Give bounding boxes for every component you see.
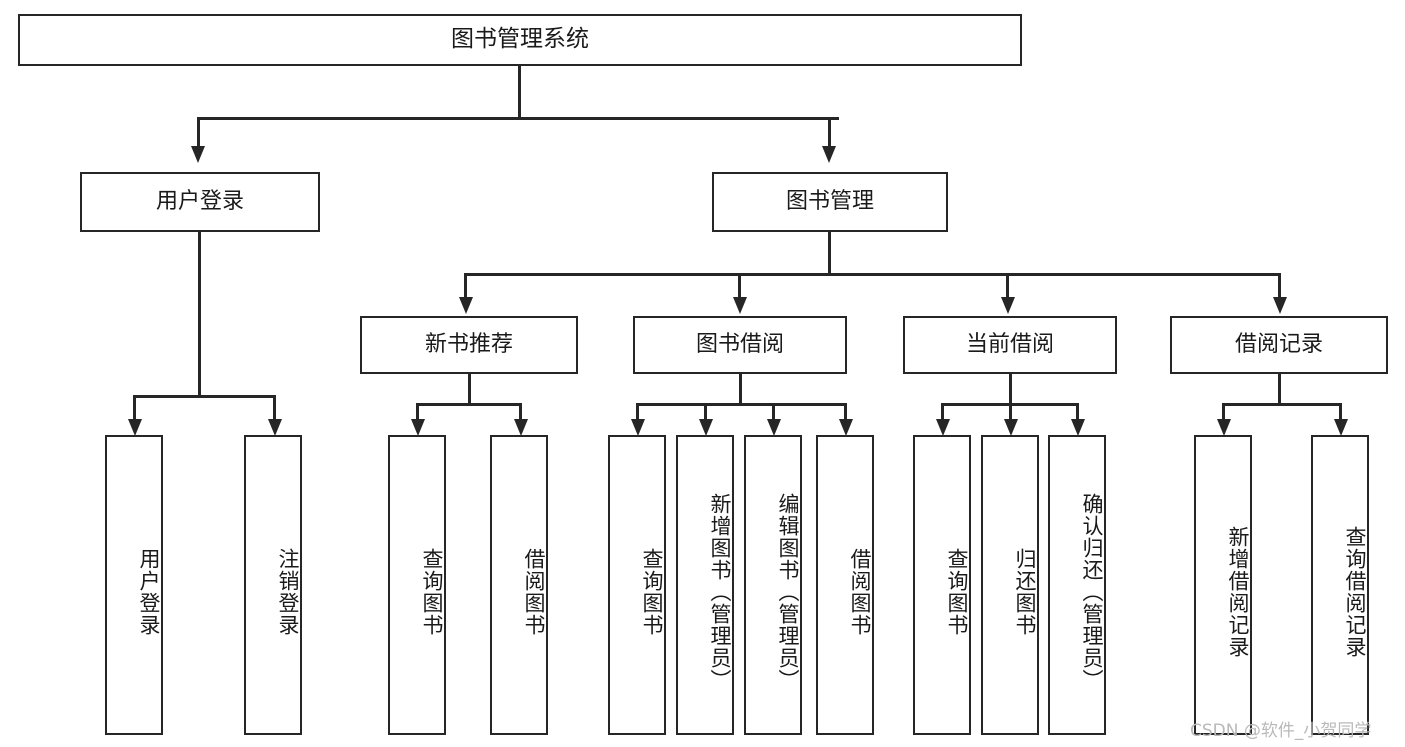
edge-user-login-stem xyxy=(198,232,201,397)
arrowhead-new-book-rec xyxy=(459,297,473,314)
arrowhead-leaf-query-book-c xyxy=(936,419,950,436)
edge-book-borrow-drop-2 xyxy=(704,403,707,420)
leaf-borrow-book-b[interactable]: 借阅图书 xyxy=(816,435,874,735)
leaf-edit-book-admin-label: 编辑图书（管理员） xyxy=(776,493,800,691)
edge-new-book-rec-drop-2 xyxy=(519,403,522,420)
edge-book-mgmt-drop-2 xyxy=(738,273,741,298)
node-borrow-record[interactable]: 借阅记录 xyxy=(1170,316,1388,374)
leaf-user-login-label: 用户登录 xyxy=(137,548,161,636)
leaf-query-book-a[interactable]: 查询图书 xyxy=(388,435,446,735)
edge-book-mgmt-stem xyxy=(828,232,831,275)
edge-book-mgmt-drop-1 xyxy=(464,273,467,298)
edge-root-bus xyxy=(197,117,839,120)
node-book-management[interactable]: 图书管理 xyxy=(712,172,948,232)
leaf-borrow-book-b-label: 借阅图书 xyxy=(848,548,872,636)
leaf-return-book[interactable]: 归还图书 xyxy=(981,435,1039,735)
edge-root-to-user-login xyxy=(197,117,200,147)
leaf-borrow-book-a[interactable]: 借阅图书 xyxy=(490,435,548,735)
arrowhead-book-borrow xyxy=(733,297,747,314)
leaf-user-login[interactable]: 用户登录 xyxy=(105,435,163,735)
leaf-return-book-label: 归还图书 xyxy=(1013,548,1037,636)
edge-book-borrow-drop-3 xyxy=(772,403,775,420)
leaf-query-borrow-record-label: 查询借阅记录 xyxy=(1343,526,1367,658)
edge-book-mgmt-drop-3 xyxy=(1006,273,1009,298)
edge-user-login-bus xyxy=(133,395,276,398)
edge-user-login-drop-1 xyxy=(133,395,136,420)
edge-borrow-record-drop-1 xyxy=(1222,403,1225,420)
edge-book-mgmt-bus xyxy=(464,273,1281,276)
arrowhead-leaf-query-record xyxy=(1334,419,1348,436)
arrowhead-leaf-user-login xyxy=(128,419,142,436)
leaf-query-book-b-label: 查询图书 xyxy=(640,548,664,636)
arrowhead-user-login xyxy=(191,146,205,163)
arrowhead-leaf-logout xyxy=(268,419,282,436)
edge-current-borrow-drop-2 xyxy=(1009,403,1012,420)
leaf-logout-label: 注销登录 xyxy=(276,548,300,636)
edge-book-mgmt-drop-4 xyxy=(1278,273,1281,298)
node-new-book-recommend-label: 新书推荐 xyxy=(424,331,513,357)
arrowhead-leaf-borrow-book-b xyxy=(839,419,853,436)
edge-book-borrow-stem xyxy=(739,374,742,405)
arrowhead-current-borrow xyxy=(1001,297,1015,314)
node-user-login-label: 用户登录 xyxy=(155,188,244,214)
node-book-borrow-label: 图书借阅 xyxy=(695,331,784,357)
leaf-edit-book-admin[interactable]: 编辑图书（管理员） xyxy=(744,435,802,735)
node-new-book-recommend[interactable]: 新书推荐 xyxy=(360,316,578,374)
edge-borrow-record-stem xyxy=(1278,374,1281,405)
arrowhead-leaf-query-book-a xyxy=(411,419,425,436)
edge-book-borrow-bus xyxy=(636,403,847,406)
edge-user-login-drop-2 xyxy=(273,395,276,420)
arrowhead-leaf-confirm-return xyxy=(1071,419,1085,436)
arrowhead-leaf-edit-book xyxy=(767,419,781,436)
leaf-query-book-c[interactable]: 查询图书 xyxy=(913,435,971,735)
arrowhead-book-mgmt xyxy=(822,146,836,163)
node-current-borrow-label: 当前借阅 xyxy=(965,331,1054,357)
leaf-confirm-return-admin[interactable]: 确认归还（管理员） xyxy=(1048,435,1106,735)
node-book-borrow[interactable]: 图书借阅 xyxy=(633,316,847,374)
leaf-query-book-b[interactable]: 查询图书 xyxy=(608,435,666,735)
leaf-borrow-book-a-label: 借阅图书 xyxy=(522,548,546,636)
node-current-borrow[interactable]: 当前借阅 xyxy=(903,316,1117,374)
edge-new-book-rec-stem xyxy=(468,374,471,405)
node-user-login[interactable]: 用户登录 xyxy=(80,172,320,232)
watermark-text: CSDN @软件_小贺同学 xyxy=(1190,721,1372,741)
leaf-confirm-return-admin-label: 确认归还（管理员） xyxy=(1080,493,1104,691)
edge-borrow-record-bus xyxy=(1222,403,1342,406)
edge-current-borrow-drop-3 xyxy=(1076,403,1079,420)
edge-new-book-rec-bus xyxy=(416,403,522,406)
leaf-logout[interactable]: 注销登录 xyxy=(244,435,302,735)
node-borrow-record-label: 借阅记录 xyxy=(1234,331,1323,357)
watermark: CSDN @软件_小贺同学 xyxy=(1190,716,1371,741)
edge-new-book-rec-drop-1 xyxy=(416,403,419,420)
node-book-management-label: 图书管理 xyxy=(785,188,874,214)
leaf-query-book-c-label: 查询图书 xyxy=(945,548,969,636)
leaf-query-borrow-record[interactable]: 查询借阅记录 xyxy=(1311,435,1369,735)
edge-book-borrow-drop-4 xyxy=(844,403,847,420)
leaf-add-borrow-record[interactable]: 新增借阅记录 xyxy=(1194,435,1252,735)
leaf-add-book-admin[interactable]: 新增图书（管理员） xyxy=(676,435,734,735)
edge-book-borrow-drop-1 xyxy=(636,403,639,420)
arrowhead-leaf-return-book xyxy=(1004,419,1018,436)
arrowhead-leaf-add-record xyxy=(1217,419,1231,436)
node-root[interactable]: 图书管理系统 xyxy=(18,14,1022,66)
leaf-add-book-admin-label: 新增图书（管理员） xyxy=(708,493,732,691)
edge-current-borrow-drop-1 xyxy=(941,403,944,420)
arrowhead-leaf-borrow-book-a xyxy=(514,419,528,436)
leaf-add-borrow-record-label: 新增借阅记录 xyxy=(1226,526,1250,658)
arrowhead-leaf-query-book-b xyxy=(631,419,645,436)
edge-borrow-record-drop-2 xyxy=(1339,403,1342,420)
edge-root-stem xyxy=(518,66,521,119)
node-root-label: 图书管理系统 xyxy=(451,26,589,53)
arrowhead-leaf-add-book xyxy=(699,419,713,436)
edge-current-borrow-stem xyxy=(1009,374,1012,405)
arrowhead-borrow-record xyxy=(1273,297,1287,314)
leaf-query-book-a-label: 查询图书 xyxy=(420,548,444,636)
edge-root-to-book-mgmt xyxy=(828,117,831,147)
